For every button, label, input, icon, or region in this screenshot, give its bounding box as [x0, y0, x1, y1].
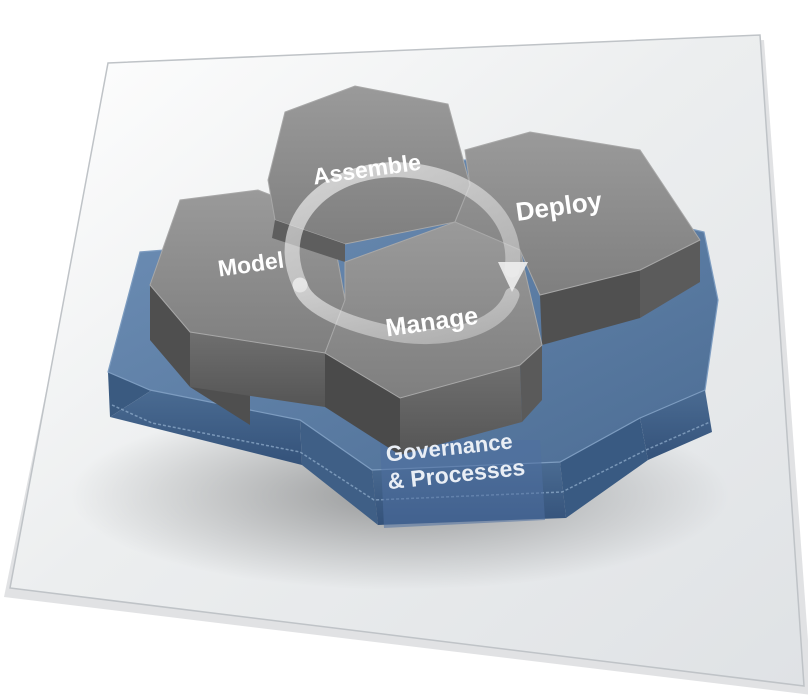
hexagon-deploy	[454, 131, 701, 345]
cycle-arrow	[284, 162, 528, 345]
hexagon-manage	[324, 221, 543, 455]
